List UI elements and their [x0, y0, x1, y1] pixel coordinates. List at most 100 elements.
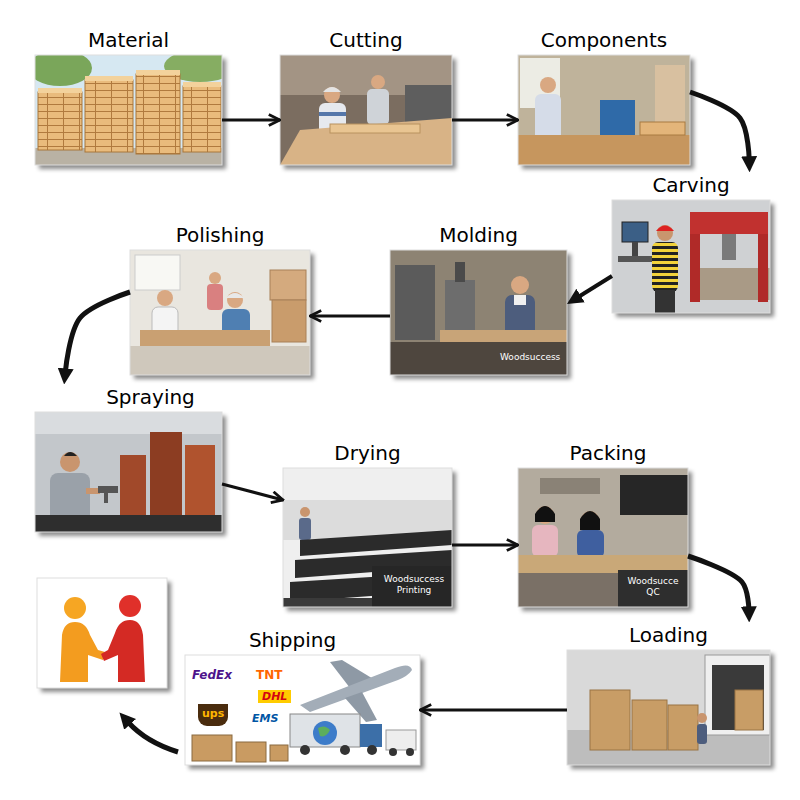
photo-detail: [612, 200, 770, 313]
flow-arrow: [452, 544, 518, 547]
photo-detail: [440, 330, 567, 342]
photo-detail: [300, 507, 310, 517]
watermark: Woodsuccess: [500, 352, 560, 363]
photo-detail: [532, 525, 558, 557]
photo-detail: [632, 242, 638, 256]
step-heading: Loading: [629, 622, 708, 648]
photo-detail: [518, 55, 690, 165]
photo-detail: [135, 255, 180, 290]
photo-detail: [580, 511, 600, 530]
photo-detail: [64, 597, 86, 619]
photo-detail: [290, 714, 360, 747]
photo-detail: [323, 87, 341, 92]
flow-arrow: [578, 276, 612, 297]
photo-detail: [518, 468, 688, 607]
photo-detail: [185, 655, 420, 765]
step-heading: Cutting: [329, 27, 402, 53]
photo-detail: [35, 412, 222, 532]
photo-frame: [35, 55, 222, 165]
photo-detail: [668, 705, 698, 750]
step-heading: Packing: [570, 440, 647, 466]
shipping-photo: [185, 655, 420, 765]
step-heading-row: Polishing: [130, 222, 310, 250]
photo-detail: [657, 225, 673, 241]
flow-arrow: [310, 315, 390, 318]
flow-arrow: [420, 709, 567, 712]
photo-detail: [620, 475, 688, 515]
photo-frame: [280, 55, 452, 165]
photo-detail: [35, 55, 222, 165]
step-heading-row: Molding: [390, 222, 567, 250]
photo-detail: [120, 455, 146, 525]
photo-detail: [632, 700, 667, 750]
photo-detail: [371, 75, 385, 89]
step-heading-row: Carving: [612, 172, 770, 200]
photo-detail: [640, 122, 685, 135]
photo-detail: [136, 74, 180, 154]
photo-detail: [581, 511, 599, 529]
photo-detail: [98, 486, 118, 493]
photo-detail: [35, 412, 222, 434]
photo-detail: [270, 270, 306, 300]
photo-detail: [209, 272, 221, 284]
photo-detail: [540, 77, 556, 93]
photo-detail: [618, 570, 688, 607]
step-heading-row: Packing: [523, 440, 693, 468]
photo-detail: [313, 721, 337, 745]
photo-detail: [192, 735, 232, 761]
photo-detail: [540, 478, 600, 494]
photo-detail: [324, 87, 340, 103]
photo-detail: [207, 284, 223, 310]
photo-frame: [612, 200, 770, 313]
loading-photo: [567, 650, 770, 765]
photo-detail: [183, 86, 221, 152]
photo-detail: [101, 620, 145, 682]
photo-detail: [104, 493, 108, 503]
packing-photo: [518, 468, 688, 607]
photo-detail: [35, 515, 222, 532]
step-heading: Carving: [652, 172, 729, 198]
carrier-logo: ups: [198, 704, 228, 726]
photo-detail: [395, 265, 435, 340]
photo-detail: [37, 578, 167, 688]
photo-detail: [518, 468, 688, 607]
photo-detail: [535, 506, 555, 522]
step-heading: Material: [88, 27, 169, 53]
step-heading: Molding: [439, 222, 518, 248]
photo-detail: [577, 530, 604, 558]
photo-detail: [283, 468, 452, 607]
photo-detail: [140, 330, 270, 346]
process-step: Spraying: [35, 384, 222, 532]
photo-frame: [567, 650, 770, 765]
photo-detail: [119, 595, 141, 617]
carrier-logo: TNT: [256, 668, 282, 682]
photo-detail: [655, 65, 685, 125]
photo-detail: [86, 488, 100, 494]
photo-detail: [518, 55, 690, 165]
photo-detail: [64, 452, 77, 456]
photo-detail: [150, 432, 182, 524]
photo-detail: [518, 135, 690, 165]
photo-detail: [185, 445, 215, 525]
photo-detail: [406, 748, 414, 756]
cutting-photo: [280, 55, 452, 165]
photo-detail: [319, 112, 346, 116]
photo-detail: [35, 412, 222, 532]
carrier-logo: FedEx: [192, 668, 232, 682]
watermark: Woodsucce QC: [622, 576, 684, 598]
photo-detail: [389, 748, 397, 756]
photo-frame: [518, 468, 688, 607]
photo-detail: [37, 578, 167, 688]
step-heading-row: Components: [518, 27, 690, 55]
photo-detail: [712, 665, 764, 730]
photo-detail: [622, 222, 648, 242]
photo-detail: [130, 346, 310, 375]
step-heading-row: Cutting: [280, 27, 452, 55]
step-heading: Polishing: [176, 222, 265, 248]
photo-detail: [360, 724, 382, 747]
watermark: Woodsuccess Printing: [378, 574, 450, 596]
flow-arrow: [688, 556, 749, 610]
photo-detail: [280, 55, 452, 165]
photo-frame: [130, 250, 310, 375]
